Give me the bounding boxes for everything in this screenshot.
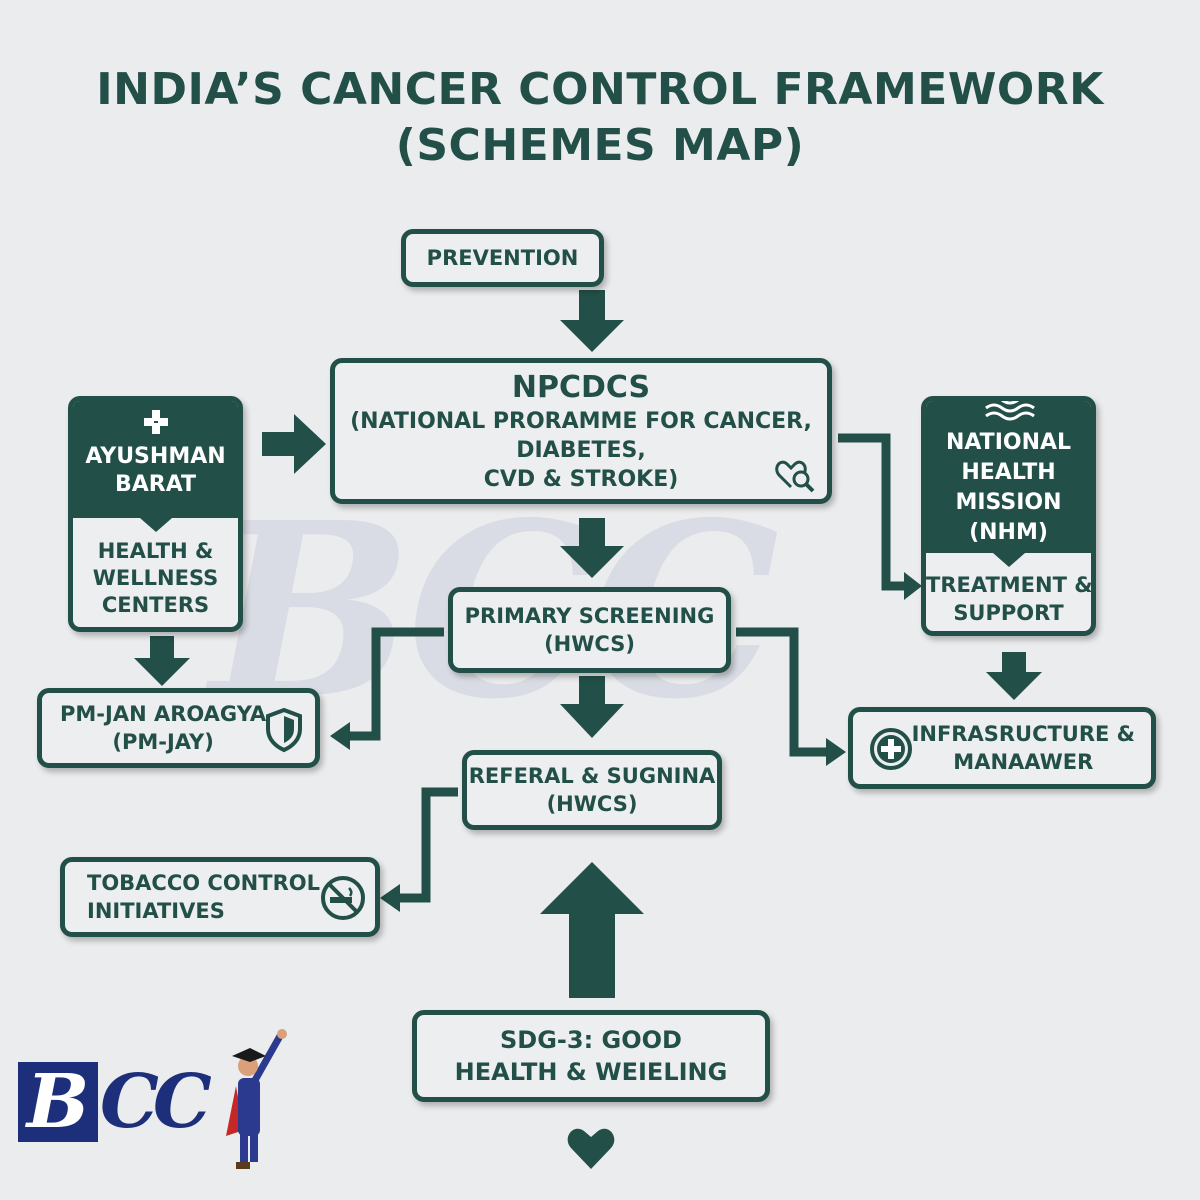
arrow-ayushman-pmjay-head [134, 658, 190, 686]
no-smoking-icon [321, 876, 365, 920]
node-pm-jay: PM-JAN AROAGYA (PM-JAY) [37, 688, 320, 768]
screening-line-1: PRIMARY SCREENING [464, 604, 715, 628]
node-sdg-3: SDG-3: GOOD HEALTH & WEIELING [412, 1010, 770, 1102]
arrow-sdg-referral-shaft [569, 912, 615, 998]
nhm-title-4: (NHM) [969, 520, 1048, 545]
referral-line-1: REFERAL & SUGNINA [468, 764, 716, 788]
sdg-line-1: SDG-3: GOOD [500, 1026, 682, 1054]
graduate-mascot-icon [226, 1029, 287, 1169]
arrow-ayushman-npcdcs-shaft [262, 432, 296, 456]
heart-search-icon [775, 460, 815, 493]
bcc-logo-cc: CC [100, 1059, 212, 1145]
npcdcs-line-2: (NATIONAL PRORAMME FOR CANCER, [350, 408, 812, 434]
arrow-screening-referral-shaft [579, 676, 605, 706]
connector-referral-tobacco [398, 787, 458, 903]
node-prevention-label: PREVENTION [426, 246, 579, 270]
connector-screening-infra [736, 627, 828, 757]
ayushman-body-3: CENTERS [101, 593, 210, 617]
nhm-body: TREATMENT & SUPPORT [926, 571, 1091, 627]
ayushman-title-2: BARAT [114, 472, 197, 497]
arrow-nhm-infra-head [986, 672, 1042, 700]
node-tobacco-control: TOBACCO CONTROL INITIATIVES [60, 857, 380, 937]
npcdcs-acronym: NPCDCS [511, 369, 651, 405]
ayushman-header: AYUSHMAN BARAT [73, 401, 238, 532]
node-infrastructure: INFRASRUCTURE & MANAAWER [848, 707, 1156, 789]
arrow-prevention-npcdcs-head [560, 320, 624, 352]
pmjay-line-2: (PM-JAY) [112, 730, 214, 754]
node-primary-screening: PRIMARY SCREENING (HWCS) [448, 587, 731, 673]
ayushman-body-2: WELLNESS [92, 566, 219, 590]
arrowhead-infra [826, 738, 846, 766]
arrow-nhm-infra-shaft [1002, 652, 1026, 674]
arrowhead-tobacco [380, 884, 400, 912]
arrow-prevention-npcdcs-shaft [579, 290, 605, 322]
medical-cross-icon [144, 410, 168, 434]
arrowhead-nhm [904, 572, 922, 600]
connector-screening-pmjay [346, 627, 444, 741]
arrowhead-pmjay [330, 722, 350, 750]
nhm-title-1: NATIONAL [945, 430, 1072, 455]
waves-icon [985, 401, 1035, 421]
nhm-title-2: HEALTH [961, 460, 1056, 485]
arrow-npcdcs-screening-shaft [579, 518, 605, 548]
node-prevention: PREVENTION [401, 229, 604, 287]
infrastructure-line-2: MANAAWER [953, 750, 1094, 774]
shield-icon [266, 707, 302, 753]
tobacco-line-2: INITIATIVES [87, 899, 225, 923]
arrow-npcdcs-screening-head [560, 546, 624, 578]
connector-npcdcs-nhm [838, 433, 908, 591]
bcc-logo: B CC [18, 1029, 287, 1169]
node-ayushman-bharat: AYUSHMAN BARAT HEALTH & WELLNESS CENTERS [68, 396, 243, 632]
pmjay-line-1: PM-JAN AROAGYA [60, 702, 267, 726]
tobacco-line-1: TOBACCO CONTROL [87, 871, 320, 895]
arrow-sdg-referral-head [540, 862, 644, 914]
sdg-line-2: HEALTH & WEIELING [454, 1058, 728, 1086]
arrow-ayushman-npcdcs-head [294, 414, 326, 474]
infrastructure-line-1: INFRASRUCTURE & [911, 722, 1135, 746]
node-nhm: NATIONAL HEALTH MISSION (NHM) TREATMENT … [921, 396, 1096, 636]
ayushman-title-1: AYUSHMAN [85, 444, 226, 469]
title-line-1: INDIA’S CANCER CONTROL FRAMEWORK [96, 64, 1104, 115]
node-referral: REFERAL & SUGNINA (HWCS) [462, 750, 722, 830]
ayushman-body-1: HEALTH & [97, 539, 214, 563]
npcdcs-line-4: CVD & STROKE) [483, 466, 679, 492]
arrow-ayushman-pmjay-shaft [150, 636, 174, 660]
heart-icon [567, 1128, 615, 1169]
ayushman-body: HEALTH & WELLNESS CENTERS [73, 538, 238, 619]
node-npcdcs: NPCDCS (NATIONAL PRORAMME FOR CANCER, DI… [330, 358, 832, 504]
title-line-2: (SCHEMES MAP) [395, 120, 805, 171]
plus-circle-icon [870, 728, 912, 770]
nhm-body-2: SUPPORT [953, 601, 1064, 625]
nhm-title-3: MISSION [955, 490, 1062, 515]
npcdcs-line-3: DIABETES, [516, 437, 646, 463]
nhm-header: NATIONAL HEALTH MISSION (NHM) [926, 401, 1091, 567]
bcc-logo-b: B [18, 1062, 98, 1142]
nhm-body-1: TREATMENT & [926, 573, 1093, 597]
diagram-title: INDIA’S CANCER CONTROL FRAMEWORK (SCHEME… [0, 62, 1200, 174]
referral-line-2: (HWCS) [546, 792, 638, 816]
screening-line-2: (HWCS) [544, 632, 635, 656]
arrow-screening-referral-head [560, 704, 624, 738]
